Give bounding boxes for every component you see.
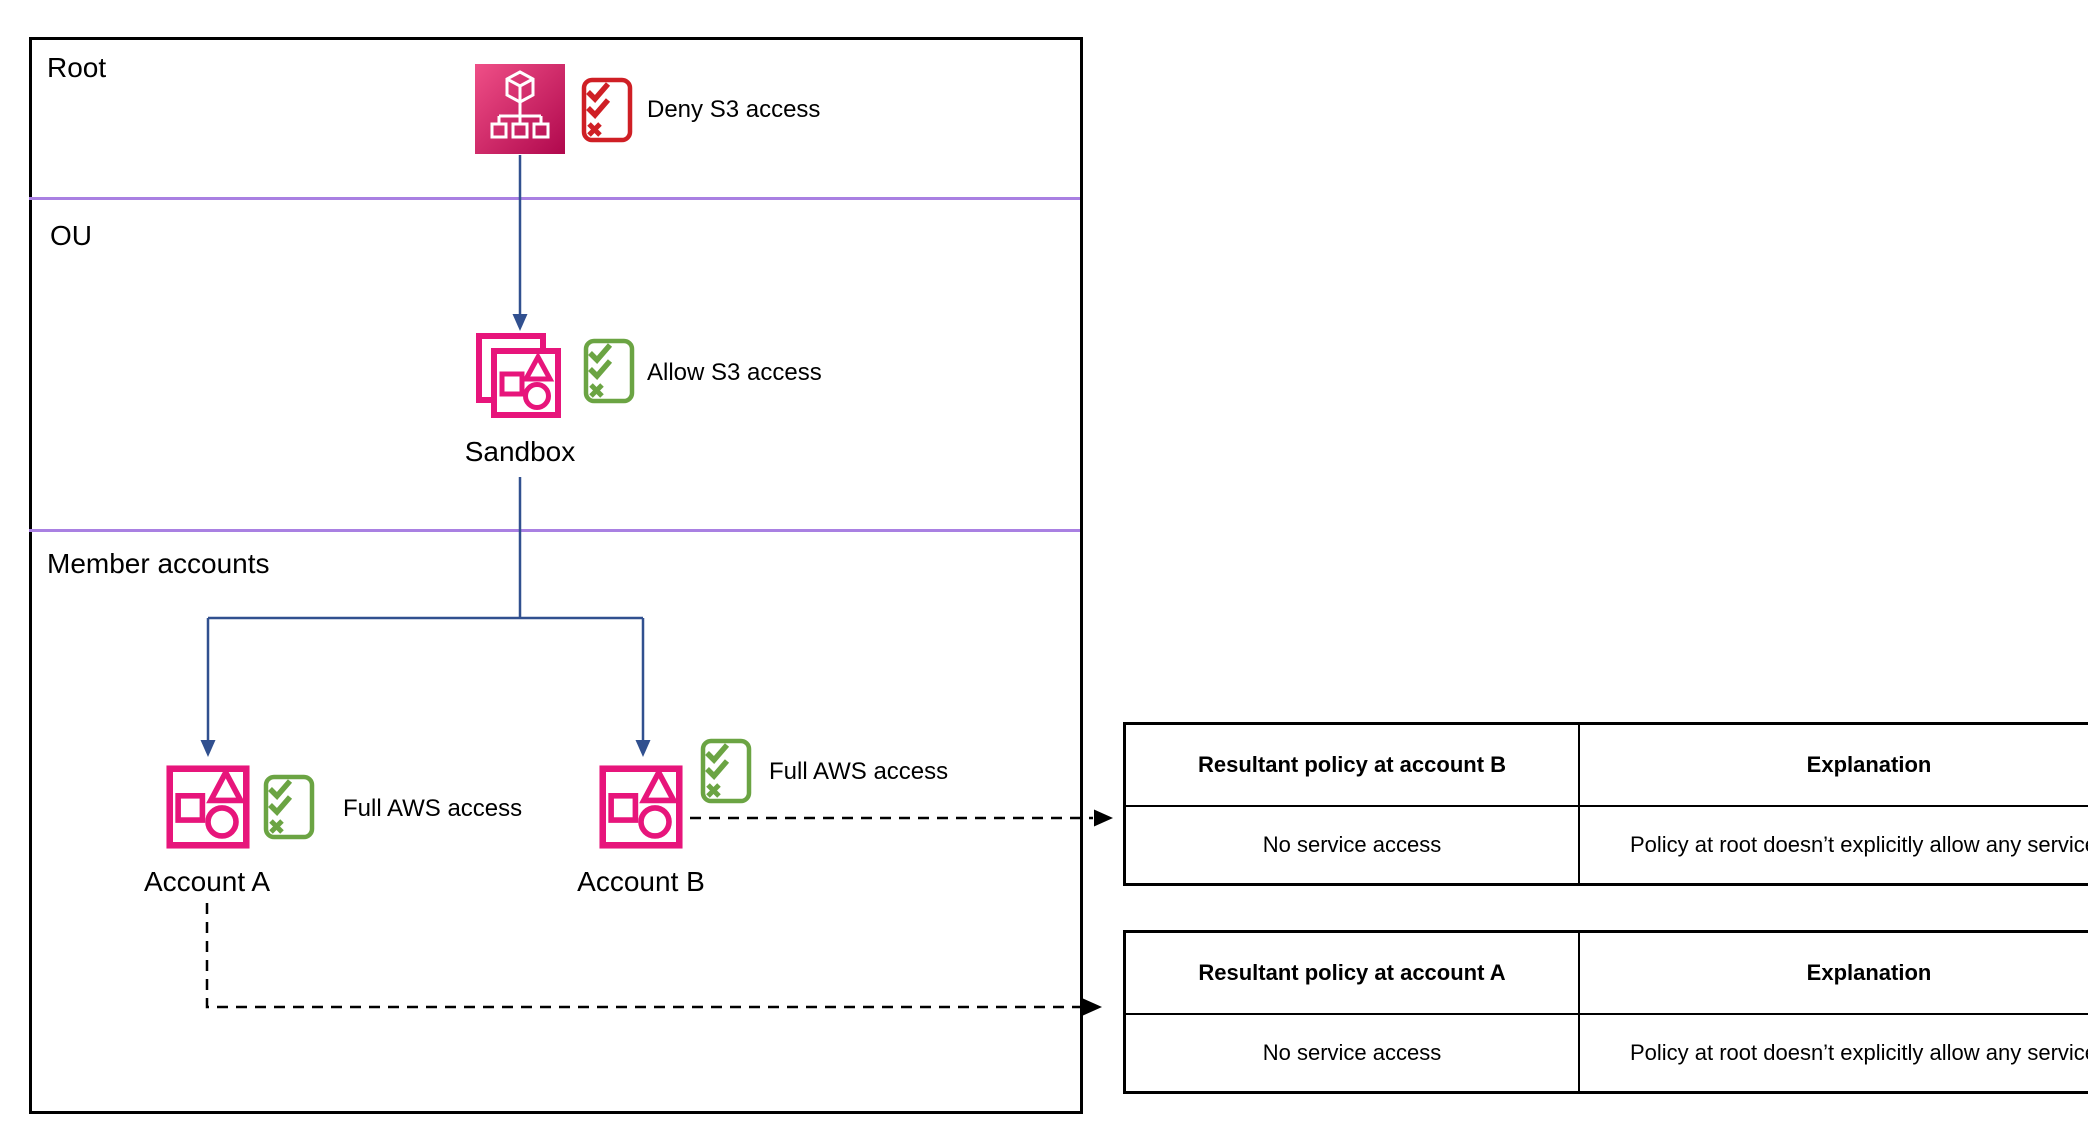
account-b-policy-icon [699, 738, 753, 804]
account-a-icon [166, 765, 250, 849]
table-header-row: Resultant policy at account B Explanatio… [1124, 723, 2088, 807]
account-a-policy-label: Full AWS access [343, 795, 523, 822]
root-ou-divider [29, 197, 1080, 200]
ou-member-divider [29, 529, 1080, 532]
account-a-label: Account A [143, 866, 271, 897]
table-row: No service access Policy at root doesn’t… [1124, 1013, 2088, 1093]
account-b-icon [599, 765, 683, 849]
account-a-policy-icon [262, 774, 316, 840]
organizations-icon [475, 64, 565, 154]
deny-policy-icon [580, 77, 634, 143]
account-b-policy-label: Full AWS access [769, 758, 949, 785]
cell-resultant-policy-b: No service access [1124, 805, 1580, 885]
ou-icon [476, 333, 561, 418]
header-resultant-policy-a: Resultant policy at account A [1124, 931, 1580, 1015]
table-header-row: Resultant policy at account A Explanatio… [1124, 931, 2088, 1015]
organization-boundary-box [29, 37, 1083, 1114]
cell-resultant-policy-a: No service access [1124, 1013, 1580, 1093]
ou-name-label: Sandbox [464, 436, 576, 467]
account-b-label: Account B [577, 866, 705, 897]
resultant-policy-table-account-a: Resultant policy at account A Explanatio… [1123, 930, 2088, 1094]
header-resultant-policy-b: Resultant policy at account B [1124, 723, 1580, 807]
root-policy-label: Deny S3 access [647, 96, 821, 123]
arrowhead-account-b-to-table [1094, 809, 1113, 827]
ou-policy-label: Allow S3 access [647, 359, 822, 386]
header-explanation: Explanation [1578, 723, 2088, 807]
cell-explanation-a: Policy at root doesn’t explicitly allow … [1578, 1013, 2088, 1093]
section-label-ou: OU [50, 220, 92, 251]
table-row: No service access Policy at root doesn’t… [1124, 805, 2088, 885]
section-label-root: Root [47, 52, 107, 83]
header-explanation: Explanation [1578, 931, 2088, 1015]
arrowhead-account-a-to-table [1083, 998, 1102, 1016]
allow-policy-icon [582, 338, 636, 404]
cell-explanation-b: Policy at root doesn’t explicitly allow … [1578, 805, 2088, 885]
resultant-policy-table-account-b: Resultant policy at account B Explanatio… [1123, 722, 2088, 886]
section-label-member-accounts: Member accounts [47, 548, 270, 579]
